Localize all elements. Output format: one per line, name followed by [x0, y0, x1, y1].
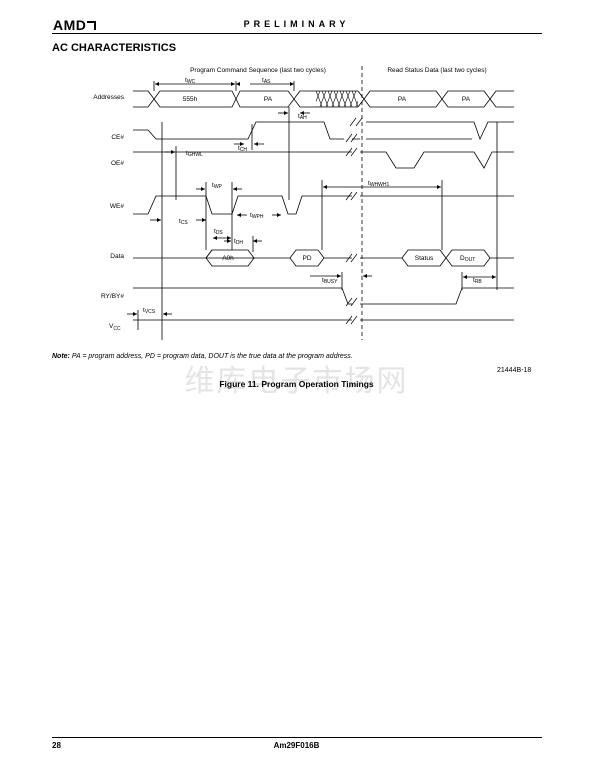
signal-addresses: Addresses: [93, 94, 124, 101]
addr-pa-2: PA: [398, 96, 407, 103]
addr-555h: 555h: [183, 96, 198, 103]
amd-logo: AMD: [53, 17, 97, 33]
t-whwh1: tWHWH1: [368, 180, 389, 188]
program-timing-diagram: Program Command Sequence (last two cycle…: [93, 66, 514, 340]
preliminary-label: PRELIMINARY: [243, 19, 350, 29]
logo-arrow-icon: [87, 21, 97, 30]
note-label: Note:: [52, 353, 70, 360]
page-number: 28: [52, 741, 61, 750]
t-rb: tRB: [473, 277, 482, 285]
addr-pa-1: PA: [264, 96, 273, 103]
signal-oe: OE#: [111, 160, 124, 167]
header-rule: [52, 33, 542, 34]
status-label: Read Status Data (last two cycles): [387, 67, 486, 74]
t-cs: tCS: [179, 218, 188, 226]
footer-rule: [52, 737, 542, 738]
addr-pa-3: PA: [462, 96, 471, 103]
figure-note: Note: PA = program address, PD = program…: [52, 353, 353, 360]
t-ghwl: tGHWL: [186, 150, 203, 158]
t-wc: tWC: [185, 77, 196, 85]
data-status: Status: [415, 255, 434, 262]
t-ah: tAH: [298, 113, 307, 121]
data-pd: PD: [302, 255, 311, 262]
t-vcs: tVCS: [143, 307, 156, 315]
figure-caption: Figure 11. Program Operation Timings: [219, 379, 374, 389]
logo-text: AMD: [53, 17, 87, 33]
section-title: AC CHARACTERISTICS: [52, 42, 177, 54]
note-text: PA = program address, PD = program data,…: [71, 353, 353, 360]
t-ds: tDS: [214, 228, 223, 236]
watermark: 维库电子市场网: [184, 364, 409, 399]
signal-vcc: VCC: [109, 323, 121, 332]
sequence-label: Program Command Sequence (last two cycle…: [190, 67, 326, 74]
signal-we: WE#: [110, 203, 124, 210]
data-a0h: A0h: [222, 255, 234, 262]
part-number: Am29F016B: [273, 741, 320, 750]
t-as: tAS: [262, 77, 271, 85]
t-busy: tBUSY: [322, 277, 338, 285]
t-wp: tWP: [212, 182, 223, 190]
t-ch: tCH: [238, 145, 247, 153]
t-wph: tWPH: [250, 212, 264, 220]
signal-data: Data: [110, 253, 124, 260]
data-dout: DOUT: [460, 255, 475, 263]
signal-ryby: RY/BY#: [101, 293, 124, 300]
figure-code: 21444B-18: [497, 367, 532, 374]
signal-ce: CE#: [111, 134, 124, 141]
t-dh: tDH: [234, 238, 243, 246]
